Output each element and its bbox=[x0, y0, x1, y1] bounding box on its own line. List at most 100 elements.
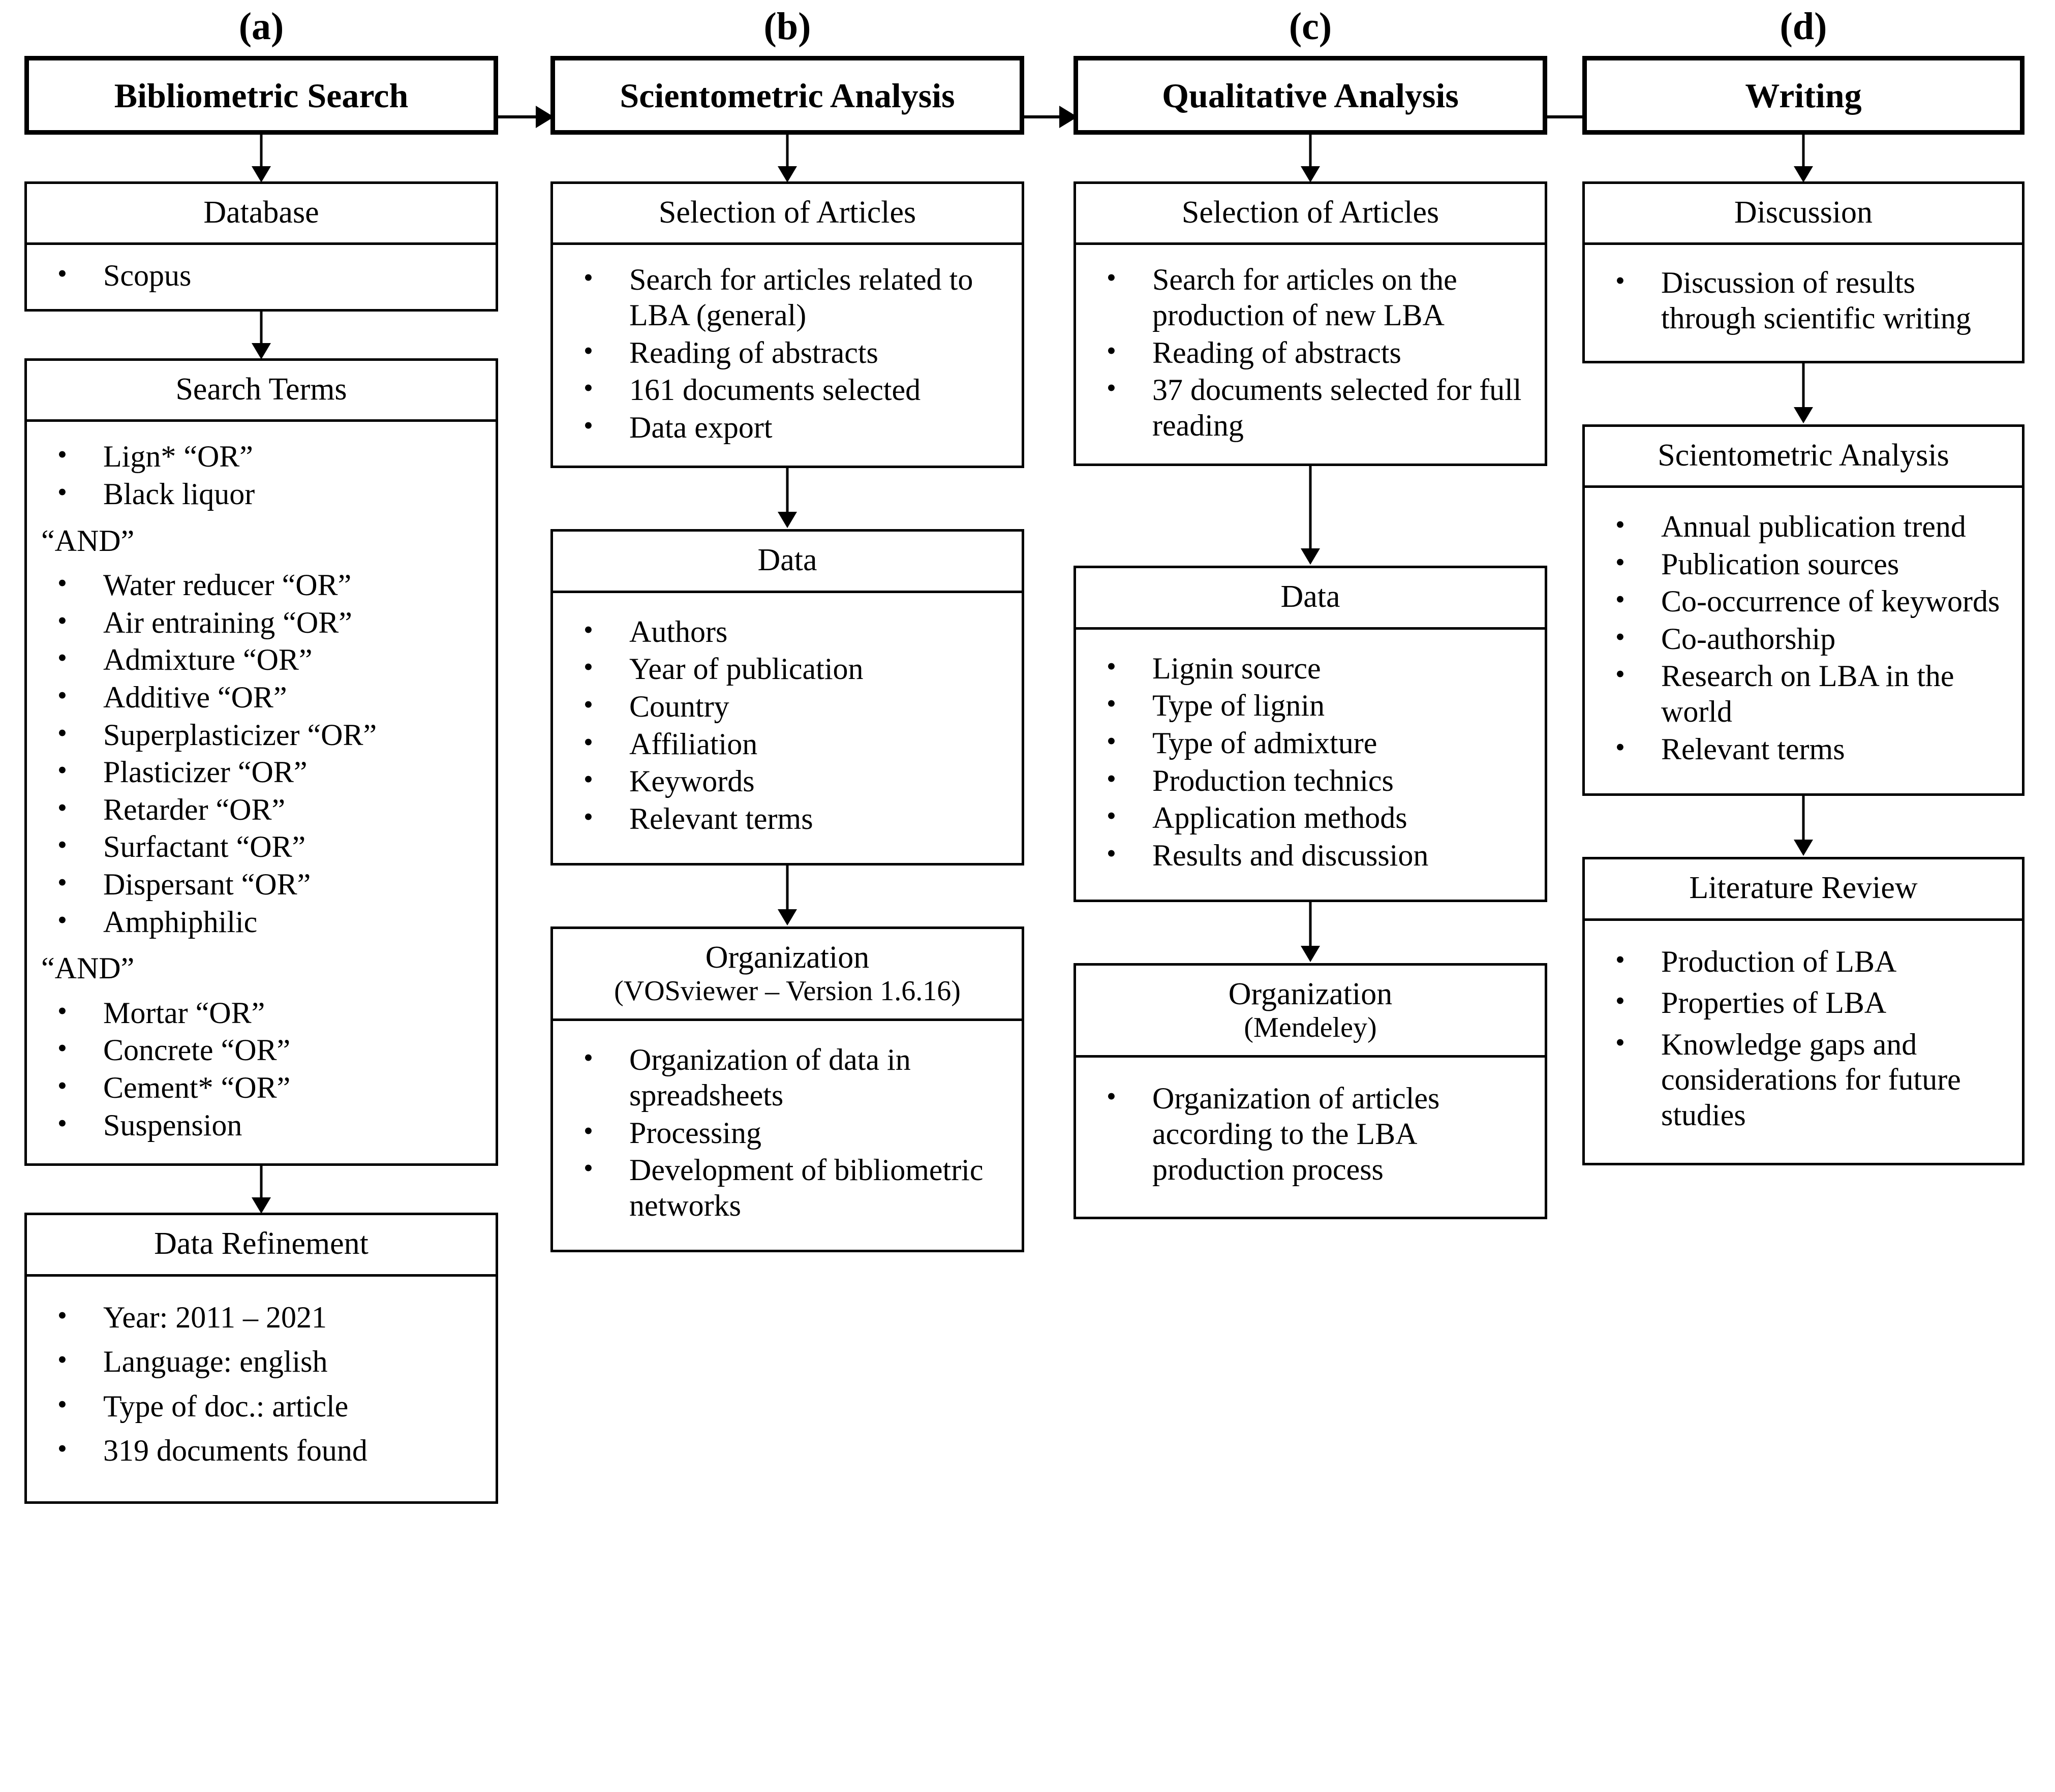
list-item: Lign* “OR” bbox=[38, 438, 484, 475]
arrow-shaft bbox=[498, 115, 539, 118]
list-item: Additive “OR” bbox=[38, 679, 484, 716]
card-title: Organization (Mendeley) bbox=[1076, 966, 1545, 1058]
column-c: (c) Qualitative Analysis Selection of Ar… bbox=[1073, 0, 1547, 1220]
card-organization[interactable]: Organization (Mendeley) Organization of … bbox=[1073, 963, 1547, 1220]
bullet-list: Scopus bbox=[38, 257, 484, 294]
arrow-scientometric-to-literature-review bbox=[1582, 796, 2025, 857]
list-item: Type of lignin bbox=[1087, 687, 1533, 724]
stage-box-scientometric-analysis[interactable]: Scientometric Analysis bbox=[550, 56, 1024, 135]
card-selection-of-articles[interactable]: Selection of Articles Search for article… bbox=[1073, 181, 1547, 467]
arrow-shaft bbox=[260, 135, 263, 171]
card-title: Data bbox=[553, 532, 1022, 593]
arrow-shaft bbox=[786, 135, 789, 171]
card-title: Scientometric Analysis bbox=[1585, 427, 2022, 488]
bullet-list: Authors Year of publication Country Affi… bbox=[564, 613, 1010, 837]
list-item: Type of doc.: article bbox=[38, 1388, 484, 1425]
bullet-list: Year: 2011 – 2021 Language: english Type… bbox=[38, 1299, 484, 1469]
list-item: Keywords bbox=[564, 763, 1010, 799]
list-item: Organization of data in spreadsheets bbox=[564, 1041, 1010, 1113]
card-literature-review[interactable]: Literature Review Production of LBA Prop… bbox=[1582, 857, 2025, 1165]
list-item: Co-occurrence of keywords bbox=[1596, 583, 2011, 620]
list-item: 161 documents selected bbox=[564, 372, 1010, 408]
list-item: Processing bbox=[564, 1115, 1010, 1151]
list-item: Plasticizer “OR” bbox=[38, 754, 484, 790]
column-b: (b) Scientometric Analysis Selection of … bbox=[550, 0, 1024, 1253]
list-item: Black liquor bbox=[38, 476, 484, 512]
panel-letter-a: (a) bbox=[238, 5, 284, 48]
arrow-selection-to-data bbox=[1073, 466, 1547, 566]
card-organization[interactable]: Organization (VOSviewer – Version 1.6.16… bbox=[550, 926, 1024, 1253]
list-item: Cement* “OR” bbox=[38, 1069, 484, 1106]
list-item: Mortar “OR” bbox=[38, 995, 484, 1031]
arrow-head bbox=[1301, 946, 1320, 963]
list-item: Scopus bbox=[38, 257, 484, 294]
stage-box-writing[interactable]: Writing bbox=[1582, 56, 2025, 135]
list-item: Water reducer “OR” bbox=[38, 567, 484, 603]
list-item: Research on LBA in the world bbox=[1596, 658, 2011, 729]
card-body: Lign* “OR” Black liquor “AND” Water redu… bbox=[27, 422, 496, 1163]
card-scientometric-analysis[interactable]: Scientometric Analysis Annual publicatio… bbox=[1582, 424, 2025, 796]
card-discussion[interactable]: Discussion Discussion of results through… bbox=[1582, 181, 2025, 363]
panel-letter-b: (b) bbox=[763, 5, 811, 48]
list-item: Country bbox=[564, 688, 1010, 725]
list-item: Search for articles on the production of… bbox=[1087, 261, 1533, 333]
stage-label: Bibliometric Search bbox=[114, 76, 409, 115]
list-item: Relevant terms bbox=[564, 800, 1010, 837]
card-body: Annual publication trend Publication sou… bbox=[1585, 488, 2022, 793]
arrow-shaft bbox=[1309, 902, 1312, 951]
arrow-data-to-organization bbox=[1073, 902, 1547, 963]
card-title: Selection of Articles bbox=[553, 184, 1022, 245]
bullet-list: Annual publication trend Publication sou… bbox=[1596, 508, 2011, 767]
arrow-shaft bbox=[1022, 115, 1062, 118]
arrow-head bbox=[778, 512, 797, 529]
arrow-stage-b-to-c bbox=[1022, 102, 1078, 132]
list-item: Affiliation bbox=[564, 726, 1010, 762]
list-item: Reading of abstracts bbox=[564, 334, 1010, 371]
card-data-refinement[interactable]: Data Refinement Year: 2011 – 2021 Langua… bbox=[24, 1213, 498, 1504]
stage-box-qualitative-analysis[interactable]: Qualitative Analysis bbox=[1073, 56, 1547, 135]
stage-label: Writing bbox=[1745, 76, 1862, 115]
list-item: Relevant terms bbox=[1596, 731, 2011, 767]
arrow-stage-to-selection bbox=[550, 135, 1024, 182]
card-subtitle: (VOSviewer – Version 1.6.16) bbox=[614, 975, 961, 1007]
card-title: Organization (VOSviewer – Version 1.6.16… bbox=[553, 929, 1022, 1022]
list-item: Concrete “OR” bbox=[38, 1032, 484, 1068]
card-body: Organization of data in spreadsheets Pro… bbox=[553, 1021, 1022, 1250]
panel-letter-d: (d) bbox=[1780, 5, 1827, 48]
list-item: 37 documents selected for full reading bbox=[1087, 372, 1533, 443]
list-item: Search for articles related to LBA (gene… bbox=[564, 261, 1010, 333]
card-body: Organization of articles according to th… bbox=[1076, 1058, 1545, 1217]
bullet-list-group-1: Lign* “OR” Black liquor bbox=[38, 438, 484, 512]
arrow-selection-to-data bbox=[550, 468, 1024, 529]
stage-box-bibliometric-search[interactable]: Bibliometric Search bbox=[24, 56, 498, 135]
list-item: Retarder “OR” bbox=[38, 791, 484, 828]
stage-label: Qualitative Analysis bbox=[1162, 76, 1459, 115]
card-title: Discussion bbox=[1585, 184, 2022, 245]
card-search-terms[interactable]: Search Terms Lign* “OR” Black liquor “AN… bbox=[24, 358, 498, 1166]
list-item: Suspension bbox=[38, 1107, 484, 1144]
list-item: Results and discussion bbox=[1087, 837, 1533, 874]
card-body: Production of LBA Properties of LBA Know… bbox=[1585, 921, 2022, 1163]
card-title: Literature Review bbox=[1585, 859, 2022, 921]
arrow-head bbox=[252, 1197, 271, 1214]
arrow-head bbox=[778, 909, 797, 926]
card-title-main: Organization bbox=[1228, 977, 1393, 1012]
bullet-list: Production of LBA Properties of LBA Know… bbox=[1596, 943, 2011, 1133]
arrow-shaft bbox=[1802, 135, 1805, 171]
card-data[interactable]: Data Lignin source Type of lignin Type o… bbox=[1073, 566, 1547, 903]
arrow-shaft bbox=[1545, 115, 1586, 118]
card-data[interactable]: Data Authors Year of publication Country… bbox=[550, 529, 1024, 866]
bullet-list: Search for articles on the production of… bbox=[1087, 261, 1533, 443]
arrow-head bbox=[1794, 840, 1813, 856]
list-item: Data export bbox=[564, 409, 1010, 446]
list-item: Knowledge gaps and considerations for fu… bbox=[1596, 1026, 2011, 1133]
list-item: Co-authorship bbox=[1596, 621, 2011, 657]
arrow-stage-to-selection bbox=[1073, 135, 1547, 182]
card-selection-of-articles[interactable]: Selection of Articles Search for article… bbox=[550, 181, 1024, 469]
list-item: Production technics bbox=[1087, 762, 1533, 799]
arrow-head bbox=[252, 343, 271, 360]
arrow-shaft bbox=[260, 312, 263, 349]
arrow-head bbox=[1301, 548, 1320, 565]
card-database[interactable]: Database Scopus bbox=[24, 181, 498, 312]
